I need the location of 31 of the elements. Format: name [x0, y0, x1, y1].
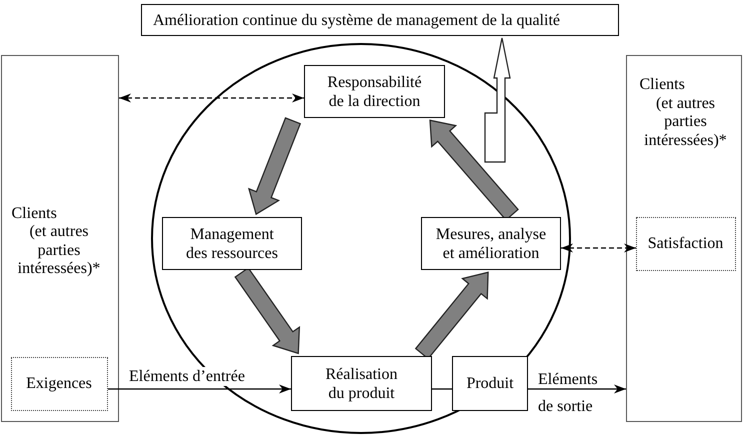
panel-heading: Clients — [12, 205, 57, 224]
arrow — [528, 384, 626, 394]
dotted-box — [10, 356, 108, 410]
process-box — [162, 217, 302, 270]
node-text: Mesures, analyse et amélioration — [434, 224, 548, 262]
node-text: Satisfaction — [648, 234, 724, 253]
connector-line — [432, 388, 452, 390]
dashed-double-arrow — [119, 94, 304, 102]
dashed-double-arrow — [561, 244, 636, 252]
hollow-block-arrow — [484, 37, 511, 163]
stakeholder-panel — [626, 55, 742, 422]
arrow — [108, 384, 291, 394]
node-text: Responsabilité de la direction — [326, 72, 423, 110]
process-box — [291, 356, 432, 411]
panel-text: (et autres parties intéressées)* — [16, 223, 102, 278]
stakeholder-panel — [1, 55, 119, 422]
block-arrow — [234, 267, 300, 354]
block-arrow — [248, 117, 302, 216]
process-box — [421, 217, 561, 270]
process-box — [304, 65, 445, 118]
node-text: Exigences — [26, 374, 92, 393]
node-text: Réalisation du produit — [324, 364, 398, 402]
edge-label: Eléments d’entrée — [127, 367, 247, 386]
panel-text: (et autres parties intéressées)* — [643, 94, 728, 150]
node-text: Management des ressources — [185, 224, 279, 262]
title-text: Amélioration continue du système de management de la qualité — [153, 10, 560, 30]
panel-heading: Clients — [640, 76, 685, 94]
dotted-box — [636, 216, 736, 270]
edge-label: Eléments de sortie — [538, 370, 599, 417]
title-box — [141, 4, 619, 36]
node-text: Produit — [466, 374, 514, 393]
